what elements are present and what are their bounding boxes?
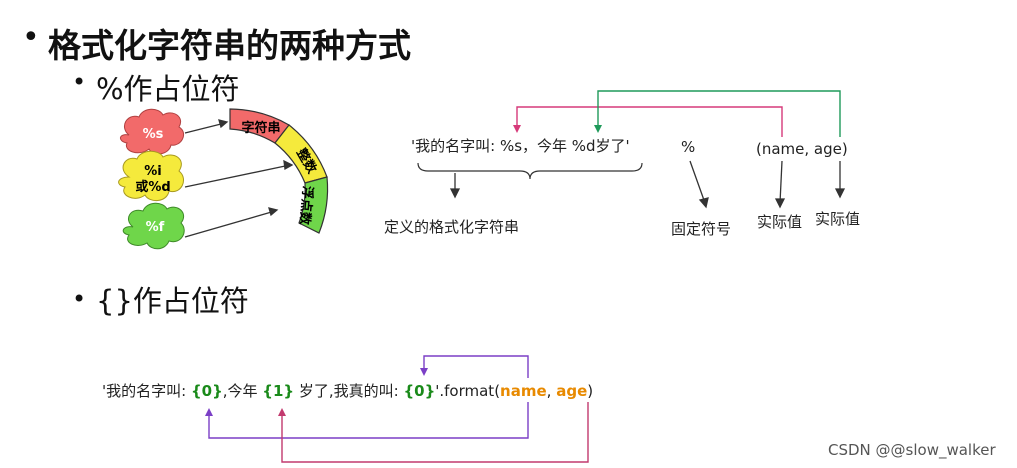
brace-heading: {}作占位符 bbox=[96, 284, 249, 318]
cloud-f: %f bbox=[122, 202, 185, 250]
close-paren: ) bbox=[587, 382, 594, 400]
brace-example-arrows bbox=[205, 355, 589, 463]
brace-part1: '我的名字叫: bbox=[102, 382, 191, 400]
format-brace bbox=[417, 162, 643, 180]
percent-bullet: • bbox=[72, 68, 87, 96]
percent-heading: %作占位符 bbox=[96, 72, 240, 106]
percent-operator: % bbox=[681, 138, 696, 156]
age-arrow bbox=[597, 90, 841, 137]
arc-segment-float bbox=[298, 176, 329, 234]
percent-example-diagram bbox=[417, 90, 846, 209]
placeholder-type-diagram: %s %i 或%d %f 字符串 整数 浮点数 bbox=[118, 108, 329, 250]
brace-bullet: • bbox=[72, 285, 87, 313]
brace-part4: '.format( bbox=[435, 382, 501, 400]
arc-label-string: 字符串 bbox=[241, 120, 280, 136]
cloud-i-d: %i 或%d bbox=[118, 150, 184, 201]
label-fixed-symbol: 固定符号 bbox=[671, 220, 732, 238]
label-actual-value-2: 实际值 bbox=[815, 210, 861, 228]
placeholder-0: {0} bbox=[190, 382, 223, 400]
placeholder-1: {1} bbox=[262, 382, 295, 400]
placeholder-0-repeat: {0} bbox=[403, 382, 436, 400]
cloud-d-label: 或%d bbox=[135, 179, 170, 195]
brace-format-line: '我的名字叫: {0},今年 {1} 岁了,我真的叫: {0}'.format(… bbox=[102, 380, 593, 401]
brace-part3: 岁了,我真的叫: bbox=[294, 382, 404, 400]
label-actual-value-1: 实际值 bbox=[757, 213, 803, 231]
arg-separator: , bbox=[546, 382, 557, 400]
arg-name: name bbox=[500, 382, 547, 400]
cloud-s-label: %s bbox=[143, 127, 164, 142]
page-title: 格式化字符串的两种方式 bbox=[48, 26, 411, 65]
cloud-s: %s bbox=[120, 108, 184, 155]
name-arrow bbox=[516, 106, 783, 137]
percent-format-string: '我的名字叫: %s，今年 %d岁了' bbox=[411, 137, 630, 155]
arc-label-float: 浮点数 bbox=[296, 185, 315, 226]
watermark: CSDN @@slow_walker bbox=[828, 441, 996, 459]
brace-part2: ,今年 bbox=[222, 382, 263, 400]
cloud-i-label: %i bbox=[144, 164, 161, 179]
label-format-string: 定义的格式化字符串 bbox=[384, 218, 520, 236]
arg-age: age bbox=[556, 382, 588, 400]
type-arc: 字符串 整数 浮点数 bbox=[229, 108, 329, 234]
title-bullet: • bbox=[22, 20, 40, 55]
cloud-f-label: %f bbox=[146, 220, 165, 235]
percent-args: (name, age) bbox=[756, 140, 848, 158]
